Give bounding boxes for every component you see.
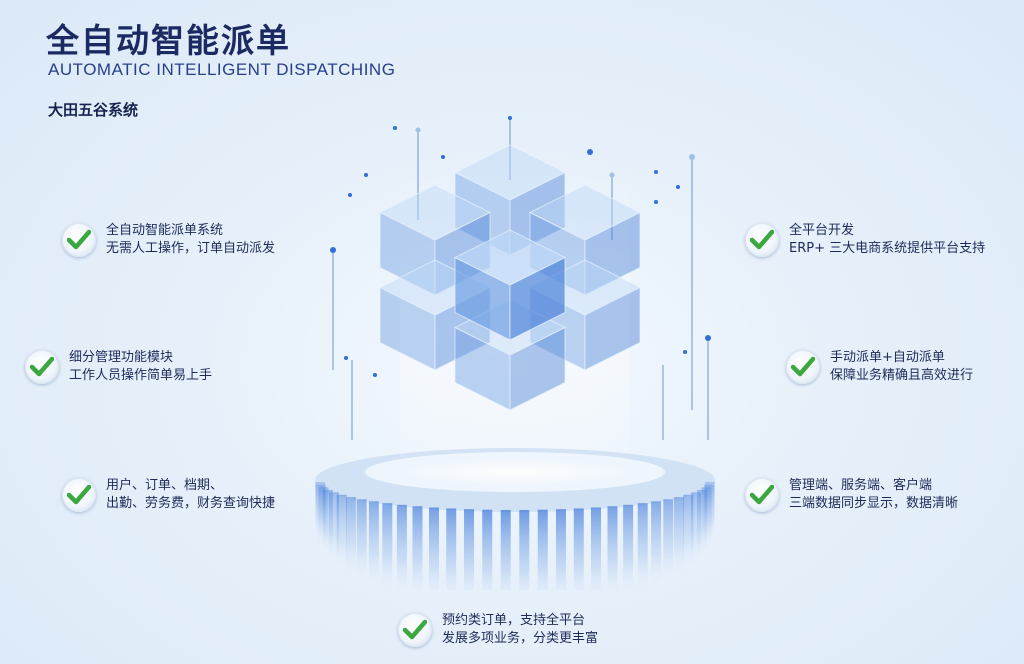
feature-desc: 无需人工操作，订单自动派发: [106, 241, 276, 256]
ring-slat: [368, 501, 379, 588]
cube-face: [584, 211, 641, 296]
check-icon: [398, 613, 432, 647]
feature-item-booking: 预约类订单，支持全平台发展多项业务，分类更丰富: [398, 612, 598, 648]
ring-slat: [607, 506, 618, 590]
ring-slat: [519, 509, 530, 590]
ring-slat: [396, 504, 407, 590]
ring-slat: [412, 506, 423, 590]
ring-slat: [591, 507, 602, 590]
feature-desc: 发展多项业务，分类更丰富: [442, 631, 599, 646]
ring-slat: [537, 509, 548, 590]
feature-title: 全自动智能派单系统: [106, 223, 224, 238]
cube-cluster-illustration: [315, 116, 715, 590]
page-subtitle: AUTOMATIC INTELLIGENT DISPATCHING: [48, 60, 396, 79]
feature-title: 用户、订单、档期、: [106, 478, 224, 493]
cube-cluster: [378, 144, 642, 411]
check-icon: [745, 223, 779, 257]
feature-item-modules: 细分管理功能模块工作人员操作简单易上手: [25, 349, 212, 385]
check-icon: [745, 478, 779, 512]
ring-slat: [674, 497, 685, 577]
feature-item-queries: 用户、订单、档期、出勤、劳务费，财务查询快捷: [62, 477, 275, 513]
ring-slat: [637, 503, 648, 590]
cube-face: [509, 256, 566, 341]
ring-slat: [705, 482, 715, 537]
ring-slat: [428, 507, 439, 590]
feature-title: 预约类订单，支持全平台: [442, 613, 586, 628]
check-icon: [62, 223, 96, 257]
ring-slat: [663, 499, 674, 583]
ring-slat: [623, 504, 634, 590]
feature-title: 细分管理功能模块: [69, 350, 174, 365]
ring-slat: [464, 509, 475, 590]
feature-item-manual-auto: 手动派单+自动派单保障业务精确且高效进行: [786, 349, 973, 385]
system-name: 大田五谷系统: [48, 101, 139, 119]
ring-slat: [328, 492, 339, 565]
ring-slat: [573, 508, 584, 590]
ring-slat: [482, 509, 493, 590]
ring-slat: [382, 503, 393, 590]
ring-slat: [345, 497, 356, 577]
feature-desc: 工作人员操作简单易上手: [69, 368, 213, 383]
feature-title: 手动派单+自动派单: [830, 350, 945, 365]
ring-slat: [691, 492, 702, 565]
feature-desc: ERP+ 三大电商系统提供平台支持: [789, 241, 986, 256]
feature-title: 全平台开发: [789, 223, 855, 238]
feature-item-auto-dispatch: 全自动智能派单系统无需人工操作，订单自动派发: [62, 222, 275, 258]
check-icon: [25, 350, 59, 384]
cube-face: [584, 286, 641, 371]
check-icon: [786, 350, 820, 384]
ring-slat: [336, 494, 347, 571]
feature-item-sync: 管理端、服务端、客户端三端数据同步显示，数据清晰: [745, 477, 958, 513]
feature-item-platform: 全平台开发 ERP+ 三大电商系统提供平台支持: [745, 222, 985, 258]
ring-slat: [322, 489, 333, 558]
check-icon: [62, 478, 96, 512]
base-ring: [315, 448, 715, 590]
ring-slat: [683, 494, 694, 571]
feature-desc: 保障业务精确且高效进行: [830, 368, 974, 383]
feature-desc: 出勤、劳务费，财务查询快捷: [106, 496, 276, 511]
ring-slat: [555, 509, 566, 590]
page-title: 全自动智能派单: [46, 21, 291, 60]
ring-slat: [651, 501, 662, 588]
cube-face: [509, 326, 566, 411]
ring-slat: [500, 509, 511, 590]
ring-slat: [446, 508, 457, 590]
ring-slat: [356, 499, 367, 583]
feature-title: 管理端、服务端、客户端: [789, 478, 933, 493]
feature-desc: 三端数据同步显示，数据清晰: [789, 496, 959, 511]
